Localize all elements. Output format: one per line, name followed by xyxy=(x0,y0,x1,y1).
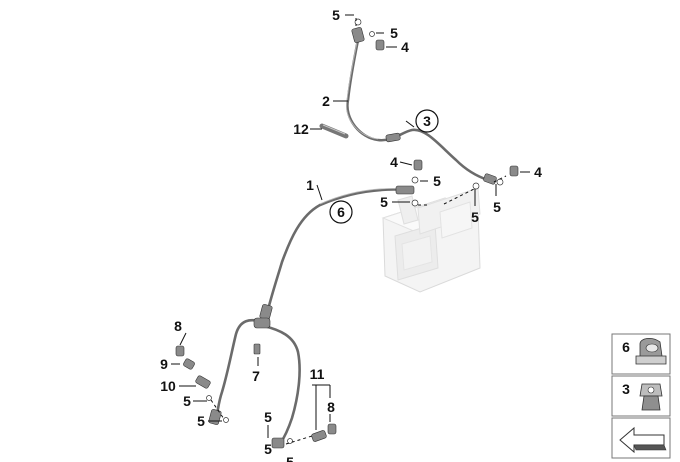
svg-text:3: 3 xyxy=(622,381,630,397)
callout-5: 5 xyxy=(183,393,191,409)
abs-modulator-unit xyxy=(381,187,481,293)
callout-4: 4 xyxy=(390,154,398,170)
banjo-bolt-top[interactable] xyxy=(354,18,385,51)
callout-5: 5 xyxy=(264,441,272,457)
cable-clip-icon xyxy=(639,383,663,411)
callout-4: 4 xyxy=(401,39,409,55)
callout-8: 8 xyxy=(174,318,182,334)
legend-clip-3: 3 xyxy=(611,375,671,417)
callout-11: 11 xyxy=(310,366,325,382)
callout-10: 10 xyxy=(160,378,176,394)
lower-left-fittings[interactable] xyxy=(175,343,261,423)
svg-text:6: 6 xyxy=(622,339,630,355)
circle-marker-6: 6 xyxy=(329,200,353,224)
fitting-right[interactable] xyxy=(411,159,519,207)
circle-marker-3: 3 xyxy=(415,109,439,133)
hose-clip-icon xyxy=(635,338,667,365)
svg-text:3: 3 xyxy=(423,113,431,129)
callout-numbers: 5 5 4 2 12 4 5 5 4 5 5 1 8 9 10 5 5 7 11… xyxy=(160,7,542,462)
callout-5: 5 xyxy=(493,199,501,215)
arrow-icon xyxy=(619,426,667,454)
legend-arrow-box xyxy=(611,417,671,459)
callout-5: 5 xyxy=(433,173,441,189)
callout-1: 1 xyxy=(306,177,314,193)
brake-line-1[interactable] xyxy=(208,185,415,449)
callout-12: 12 xyxy=(293,121,309,137)
callout-2: 2 xyxy=(322,93,330,109)
svg-text:6: 6 xyxy=(337,204,345,220)
leader-lines xyxy=(171,14,530,445)
callout-9: 9 xyxy=(160,356,168,372)
bleed-valve-12[interactable] xyxy=(319,123,349,139)
callout-5: 5 xyxy=(286,454,294,462)
callout-7: 7 xyxy=(252,368,260,384)
callout-5: 5 xyxy=(332,7,340,23)
lower-right-fittings[interactable] xyxy=(287,423,337,444)
callout-5: 5 xyxy=(264,409,272,425)
brake-line-2[interactable] xyxy=(346,27,497,185)
callout-5: 5 xyxy=(390,25,398,41)
callout-4: 4 xyxy=(534,164,542,180)
callout-5: 5 xyxy=(471,209,479,225)
callout-5: 5 xyxy=(197,413,205,429)
callout-5: 5 xyxy=(380,194,388,210)
callout-8: 8 xyxy=(327,399,335,415)
legend-clip-6: 6 xyxy=(611,333,671,375)
